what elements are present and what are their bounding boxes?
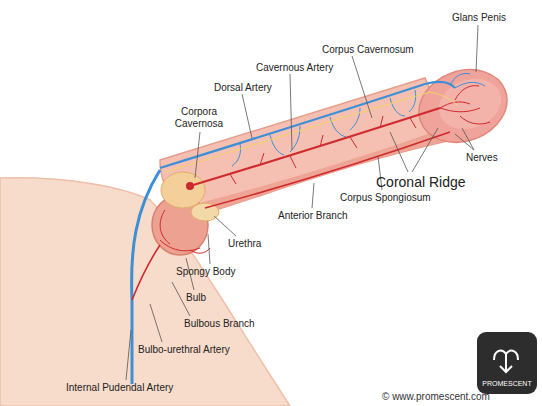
nerves	[165, 92, 458, 172]
body-silhouette	[0, 178, 290, 406]
part-label: Spongy Body	[176, 266, 236, 278]
part-label: Bulbous Branch	[184, 318, 255, 330]
copyright-note: © www.promescent.com	[382, 391, 490, 403]
spongiosum-band	[190, 128, 450, 215]
logo-symbol	[494, 351, 518, 372]
part-label: Corpus Spongiosum	[340, 192, 431, 204]
part-label: Glans Penis	[452, 12, 506, 24]
cross-section	[161, 172, 205, 208]
part-label: Dorsal Artery	[214, 82, 272, 94]
bulbo-urethral-artery	[132, 245, 160, 300]
artery-branches	[160, 86, 490, 254]
logo-text: PROMESCENT	[477, 380, 537, 388]
part-label: Internal Pudendal Artery	[66, 382, 173, 394]
dorsal-vessel	[160, 82, 455, 168]
part-label: Anterior Branch	[278, 210, 347, 222]
part-label: Urethra	[228, 238, 261, 250]
part-label: Cavernous Artery	[256, 62, 333, 74]
part-label: Bulbo-urethral Artery	[138, 344, 230, 356]
part-label: Nerves	[466, 152, 498, 164]
part-label: Bulb	[186, 292, 206, 304]
leader-lines	[126, 25, 478, 380]
part-label: Coronal Ridge	[376, 174, 466, 190]
part-label: Corpus Cavernosum	[322, 44, 414, 56]
glans-inner	[432, 71, 509, 138]
logo-box	[477, 332, 537, 394]
part-label: Corpora Cavernosa	[166, 106, 232, 129]
